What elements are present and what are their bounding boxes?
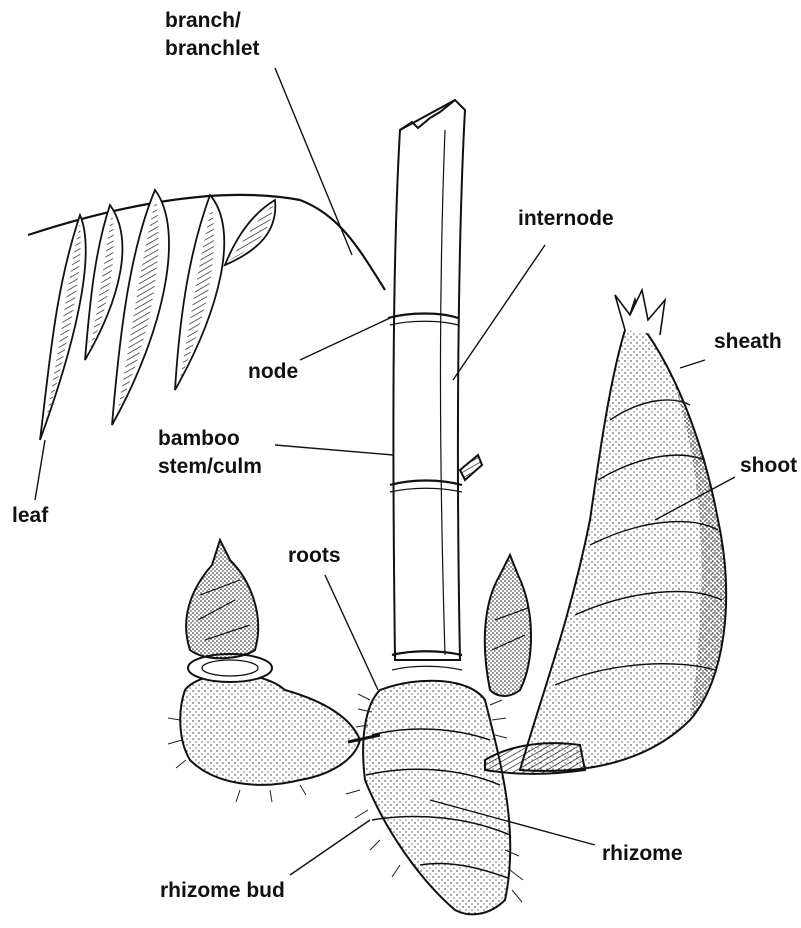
pointer-roots <box>325 575 378 690</box>
rhizome-main <box>363 681 510 915</box>
left-rhizome-cut-inner <box>202 660 258 676</box>
label-branch-1: branch/ <box>165 9 241 32</box>
rhizome-body <box>363 681 510 915</box>
small-bud-shape <box>485 555 531 696</box>
label-leaf: leaf <box>12 504 49 527</box>
right-shoot <box>485 290 726 774</box>
pointer-sheath <box>680 360 705 368</box>
label-bamboo-1: bamboo <box>158 427 240 450</box>
label-branch-2: branchlet <box>165 37 260 60</box>
pointer-internode <box>453 245 545 380</box>
pointer-branch <box>275 68 352 255</box>
shoot-tip-sheaths <box>615 290 665 335</box>
label-sheath: sheath <box>714 330 782 353</box>
label-rhizome-bud: rhizome bud <box>160 879 285 902</box>
pointer-node <box>300 318 390 360</box>
label-shoot: shoot <box>740 454 797 477</box>
branch-stub <box>460 455 482 480</box>
label-node: node <box>248 360 298 383</box>
shoot-base <box>485 743 585 774</box>
small-bud <box>485 555 531 696</box>
node-ring-3b <box>392 666 462 670</box>
label-roots: roots <box>288 544 341 567</box>
left-rhizome-segment <box>180 674 360 785</box>
label-rhizome: rhizome <box>602 842 683 865</box>
culm-body <box>393 100 465 660</box>
pointer-bamboo <box>275 445 393 455</box>
pointer-leaf <box>35 440 45 500</box>
left-shoot <box>186 540 258 658</box>
leaf-cluster <box>28 190 385 440</box>
label-internode: internode <box>518 207 614 230</box>
pointer-rhizome-bud <box>290 820 370 875</box>
label-bamboo-2: stem/culm <box>158 455 262 478</box>
left-rhizome <box>180 540 380 785</box>
bamboo-culm <box>388 100 482 670</box>
